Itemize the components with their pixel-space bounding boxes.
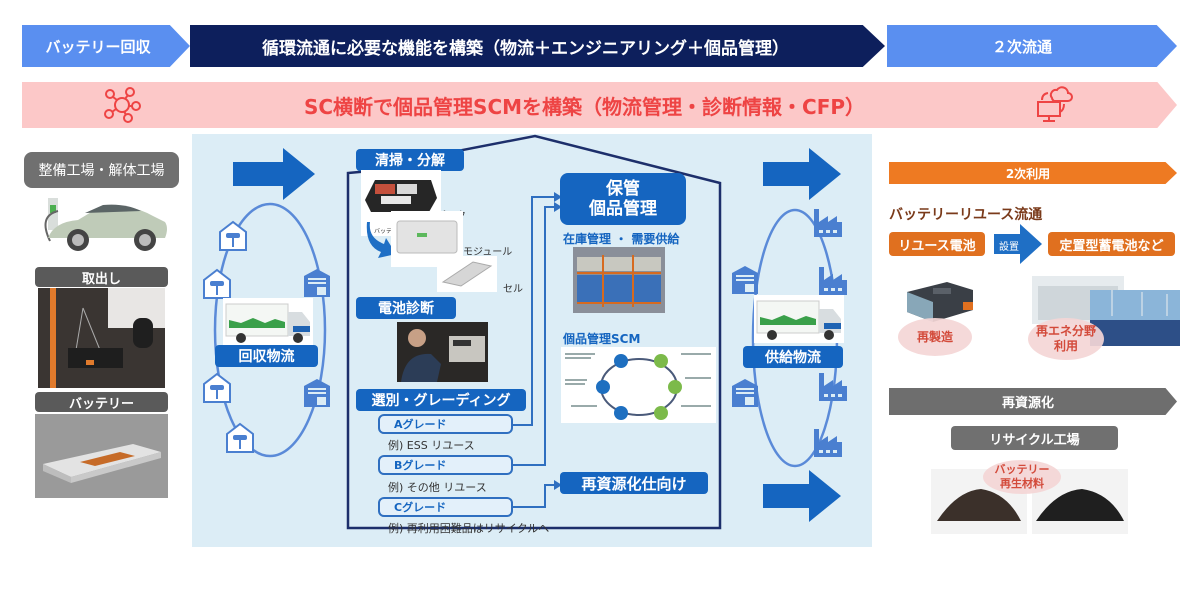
warehouse-icon	[732, 379, 758, 407]
grade-c-example: 例) 再利用困難品はリサイクルへ	[388, 522, 550, 535]
collection-loop	[213, 202, 327, 458]
inventory-label: 在庫管理 ・ 需要供給	[563, 232, 680, 246]
stage-secondary-distribution: ２次流通	[887, 25, 1177, 67]
module-label: モジュール	[463, 247, 513, 258]
storage-title-line2: 個品管理	[589, 199, 657, 219]
reuse-battery-box: リユース電池	[889, 232, 985, 256]
stage-label: ２次流通	[991, 37, 1052, 56]
recycling-factory-label: リサイクル工場	[951, 426, 1118, 450]
storage-title-line1: 保管	[606, 178, 640, 199]
sorting-grading-label: 選別・グレーディング	[356, 389, 526, 411]
factory-label: 整備工場・解体工場	[24, 152, 179, 188]
arrow-right-icon	[233, 148, 315, 200]
renewable-use-bubble: 再エネ分野利用	[1028, 318, 1104, 360]
network-nodes-icon	[104, 87, 141, 123]
factory-icon	[819, 373, 847, 401]
battery-module-image	[391, 211, 463, 267]
renewable-line2: 利用	[1053, 339, 1078, 353]
car-service-garage-icon	[226, 422, 254, 453]
grade-b-box: Bグレード	[378, 455, 513, 475]
arrow-right-icon	[763, 148, 841, 200]
warehouse-icon	[732, 266, 758, 294]
curved-arrow-icon	[366, 222, 396, 258]
stage-circular-build: 循環流通に必要な機能を構築（物流＋エンジニアリング＋個品管理）	[190, 25, 885, 67]
warehouse-racks-photo	[573, 247, 665, 313]
factory-icon	[814, 209, 842, 237]
car-service-garage-icon	[203, 268, 231, 299]
material-line1: バッテリー	[994, 463, 1050, 477]
grade-a-example: 例) ESS リユース	[388, 439, 475, 452]
scm-banner-title: SC横断で個品管理SCMを構築（物流管理・診断情報・CFP）	[303, 94, 866, 119]
recycled-material-text: バッテリー再生材料	[995, 463, 1050, 491]
reuse-distribution-title: バッテリーリユース流通	[889, 207, 1043, 223]
recycling-direction-label: 再資源化仕向け	[560, 472, 708, 494]
renewable-text: 再エネ分野利用	[1036, 324, 1096, 354]
black-mass-photo	[1032, 469, 1128, 534]
factory-icon	[819, 267, 847, 295]
grade-a-box: Aグレード	[378, 414, 513, 434]
battery-label: バッテリー	[35, 392, 168, 412]
recycling-chevron: 再資源化	[889, 388, 1177, 415]
car-service-garage-icon	[219, 220, 247, 251]
collection-truck-image	[223, 298, 313, 346]
recycled-material-photo	[931, 469, 1027, 534]
remanufacture-bubble: 再製造	[898, 318, 972, 356]
collection-logistics-label: 回収物流	[215, 345, 318, 367]
electric-car-image	[30, 193, 175, 258]
cleaning-disassembly-label: 清掃・分解	[356, 149, 464, 171]
scm-label: 個品管理SCM	[563, 332, 641, 346]
supply-truck-image	[754, 295, 844, 343]
install-label: 設置	[999, 242, 1019, 253]
grade-b-example: 例) その他 リユース	[388, 481, 487, 494]
material-line2: 再生材料	[1000, 477, 1044, 490]
grade-c-box: Cグレード	[378, 497, 513, 517]
factory-icon	[814, 429, 842, 457]
car-service-garage-icon	[203, 372, 231, 403]
supply-logistics-label: 供給物流	[743, 346, 843, 368]
battery-diagnosis-label: 電池診断	[356, 297, 456, 319]
removal-label: 取出し	[35, 267, 168, 287]
scm-banner	[22, 82, 1177, 128]
renewable-line1: 再エネ分野	[1035, 324, 1096, 338]
grade-connector-lines	[513, 192, 562, 508]
scm-cycle-diagram	[561, 347, 716, 423]
stationary-storage-solar-photo	[1032, 276, 1180, 346]
stage-battery-recovery: バッテリー回収	[22, 25, 190, 67]
recycled-material-bubble: バッテリー再生材料	[983, 460, 1061, 494]
stage-label: バッテリー回収	[45, 37, 151, 56]
install-arrow-icon	[994, 224, 1042, 264]
warehouse-icon	[304, 379, 330, 407]
secondary-use-chevron: 2次利用	[889, 162, 1177, 184]
diagnosis-photo	[397, 322, 488, 382]
storage-management-box: 保管 個品管理	[560, 173, 686, 225]
warehouse-icon	[304, 269, 330, 297]
ev-battery-pack-image	[35, 414, 168, 498]
stationary-storage-box: 定置型蓄電池など	[1048, 232, 1175, 256]
battery-removal-image	[38, 288, 165, 388]
stage-label: 循環流通に必要な機能を構築（物流＋エンジニアリング＋個品管理）	[262, 38, 789, 59]
arrow-right-icon	[763, 470, 841, 522]
cloud-sync-computer-icon	[1037, 86, 1073, 122]
battery-cell-image	[437, 256, 497, 292]
cell-label: セル	[503, 284, 523, 295]
reuse-battery-module-image	[907, 282, 973, 322]
